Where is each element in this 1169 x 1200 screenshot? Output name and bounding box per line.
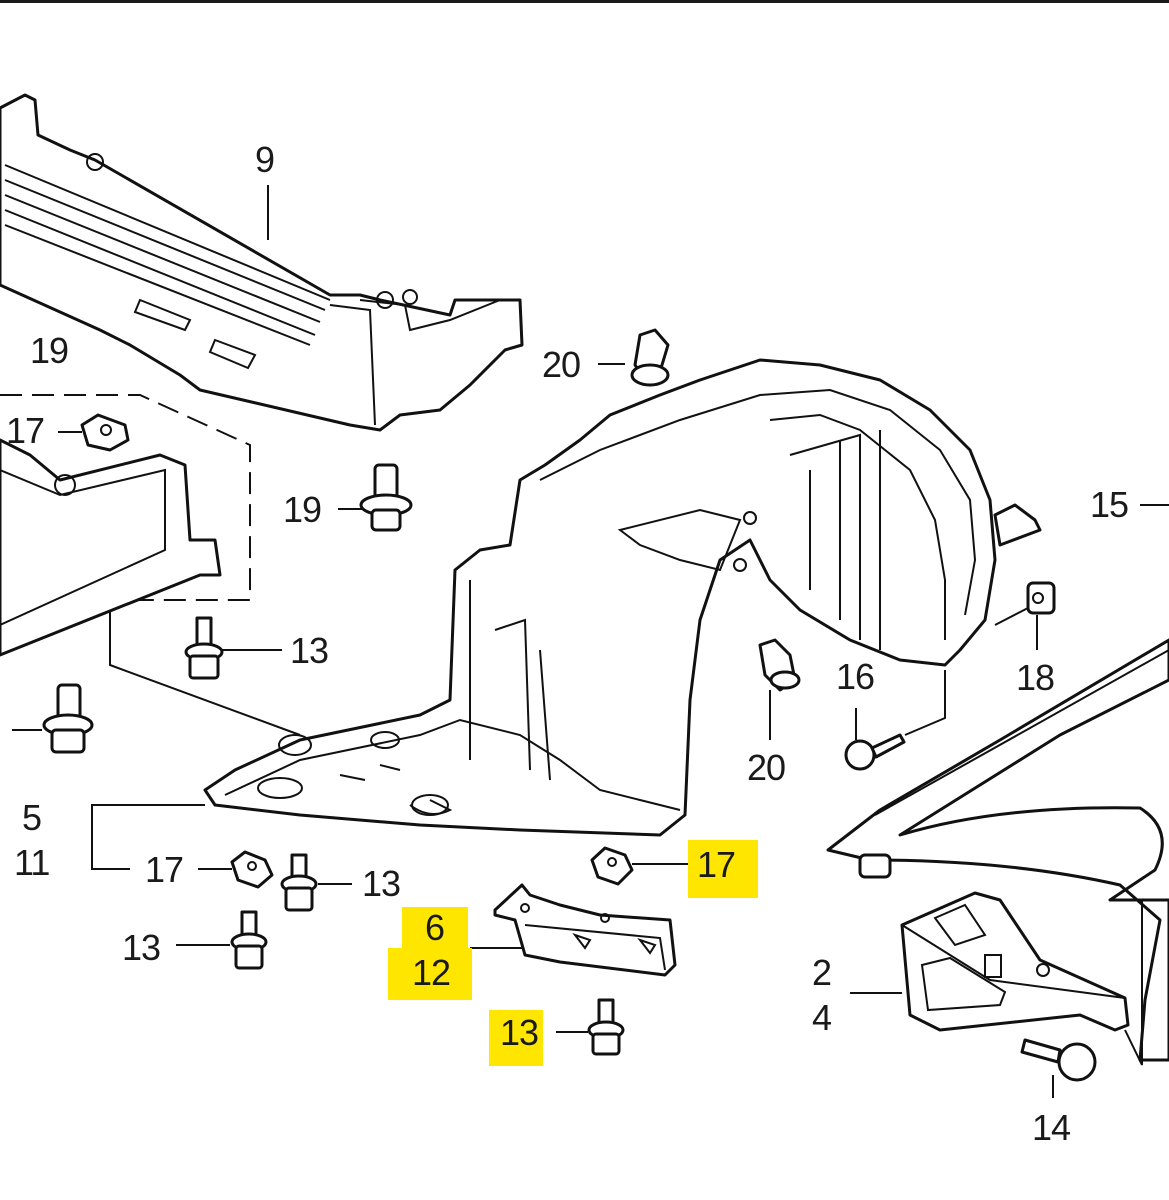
callout-9: 9: [255, 139, 275, 180]
leader-assembly: [109, 600, 301, 736]
leader-16-liner: [904, 670, 946, 736]
highlight-6: [402, 907, 468, 950]
assembly-outline: [0, 394, 251, 601]
fastener-13d-icon: [587, 998, 625, 1056]
part-15-fender: [826, 638, 1169, 1062]
callout-20: 20: [747, 747, 786, 788]
leader-bracket-fender: [1124, 900, 1143, 1066]
fastener-17c-icon: [590, 846, 634, 886]
callout-15: 15: [1090, 484, 1129, 525]
fastener-left-clip-icon: [42, 683, 94, 754]
fastener-13c-icon: [230, 910, 268, 970]
callout-18: 18: [1016, 657, 1055, 698]
fastener-14-icon: [1020, 1038, 1097, 1082]
callout-19: 19: [283, 489, 322, 530]
callout-6-highlighted: 6: [425, 907, 445, 948]
callout-5: 5: [22, 797, 42, 838]
fastener-17b-icon: [230, 850, 274, 889]
callout-13: 13: [362, 863, 401, 904]
highlight-17: [688, 840, 758, 898]
liner-tab: [993, 503, 1042, 547]
fastener-13a-icon: [184, 616, 224, 680]
callout-12-highlighted: 12: [412, 952, 451, 993]
part-left-bracket: [0, 438, 222, 657]
part-6-12-splash-bracket: [493, 883, 677, 977]
fastener-16-icon: [844, 733, 906, 771]
leader-5-11: [91, 804, 205, 870]
fastener-18-icon: [1026, 581, 1056, 615]
callout-14: 14: [1032, 1107, 1071, 1148]
callout-2: 2: [812, 952, 832, 993]
fastener-20b-icon: [758, 638, 801, 692]
part-5-11-fender-liner: [203, 358, 997, 837]
callout-13: 13: [122, 927, 161, 968]
callout-13: 13: [290, 630, 329, 671]
part-2-4-bracket: [900, 891, 1130, 1032]
highlight-13: [489, 1010, 543, 1066]
callout-17: 17: [145, 849, 184, 890]
callout-11: 11: [14, 842, 50, 883]
callout-19: 19: [30, 330, 69, 371]
fastener-20a-icon: [630, 328, 670, 387]
fastener-13b-icon: [280, 853, 318, 912]
callout-20: 20: [542, 344, 581, 385]
highlight-12: [388, 948, 472, 1000]
callout-17: 17: [6, 410, 45, 451]
part-9-bulkhead-cover: [0, 93, 524, 432]
callout-16: 16: [836, 656, 875, 697]
callout-13-highlighted: 13: [500, 1012, 539, 1053]
fastener-17a-icon: [80, 413, 130, 452]
top-border: [0, 0, 1169, 3]
callout-4: 4: [812, 997, 832, 1038]
fastener-19b-icon: [359, 463, 413, 532]
callout-17-highlighted: 17: [697, 844, 736, 885]
leader-18-liner: [994, 607, 1029, 626]
